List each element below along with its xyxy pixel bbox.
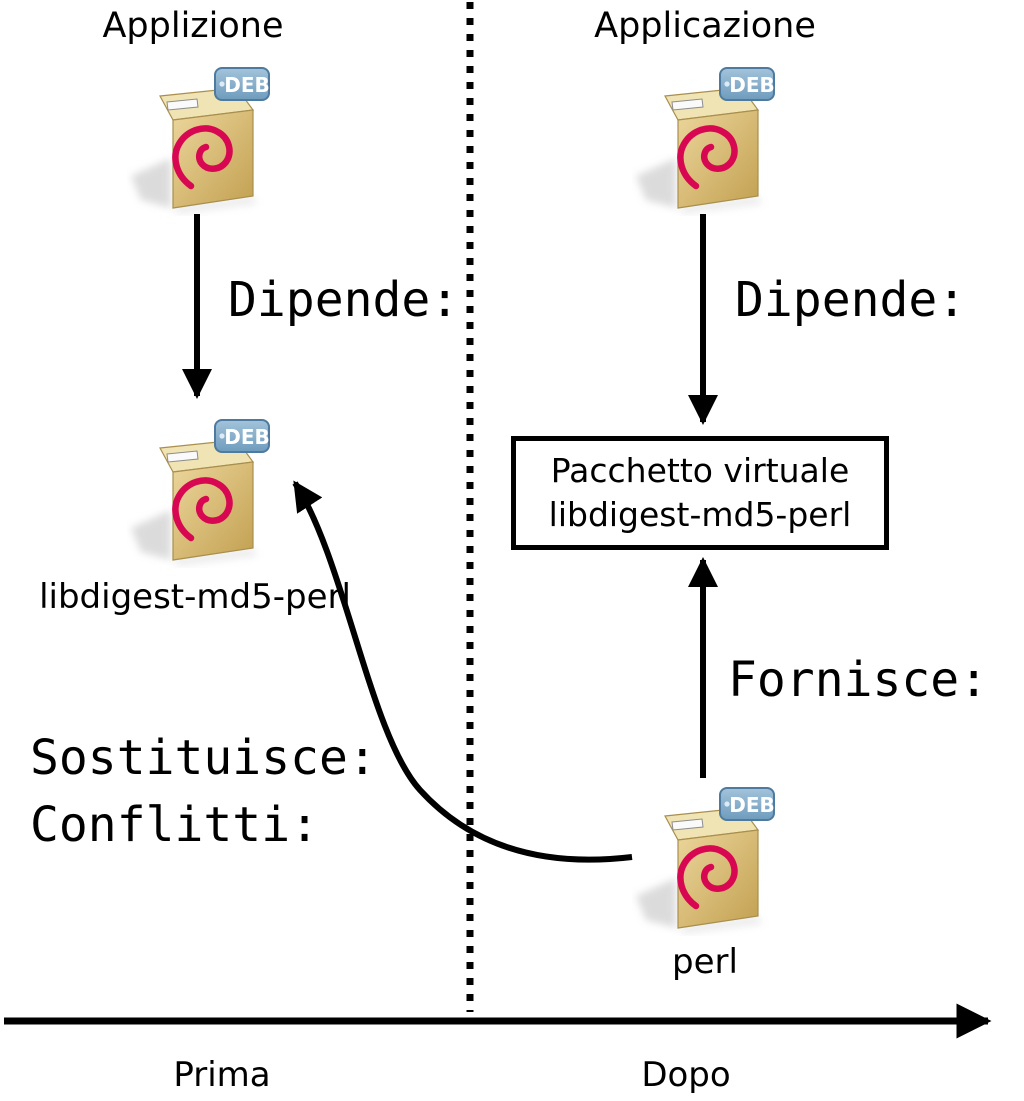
depends-label-left: Dipende: [228, 272, 460, 328]
application-package-icon-left [125, 58, 275, 218]
libdigest-package-icon [125, 410, 275, 570]
perl-package-icon [630, 778, 780, 938]
libdigest-package-label: libdigest-md5-perl [39, 577, 351, 617]
virtual-package-line2: libdigest-md5-perl [548, 495, 852, 534]
perl-package-label: perl [672, 942, 738, 982]
left-column-title: Applizione [102, 6, 284, 46]
provides-label: Fornisce: [728, 652, 989, 708]
timeline-before-label: Prima [173, 1055, 271, 1095]
depends-label-right: Dipende: [735, 272, 967, 328]
timeline-after-label: Dopo [641, 1055, 731, 1095]
right-column-title: Applicazione [594, 6, 816, 46]
virtual-package-box: Pacchetto virtuale libdigest-md5-perl [511, 436, 889, 550]
virtual-package-line1: Pacchetto virtuale [550, 451, 850, 490]
replaces-label: Sostituisce: [30, 730, 377, 786]
application-package-icon-right [630, 58, 780, 218]
conflicts-label: Conflitti: [30, 797, 319, 853]
